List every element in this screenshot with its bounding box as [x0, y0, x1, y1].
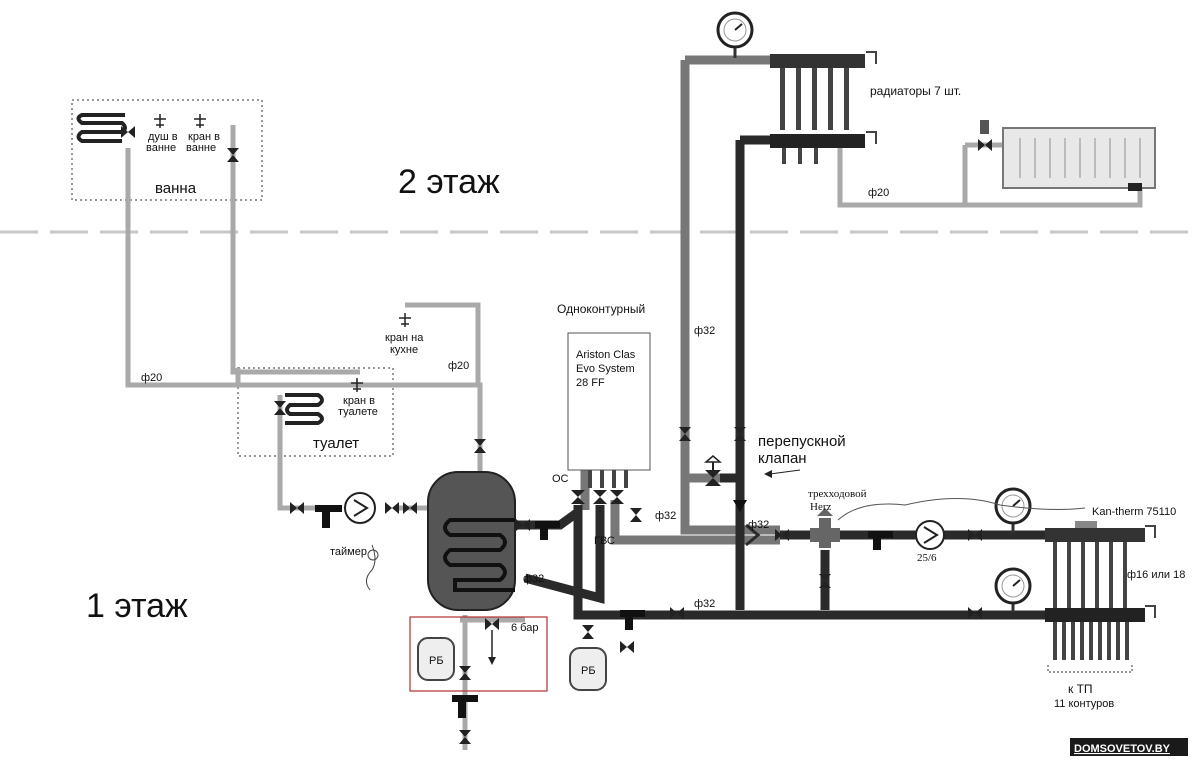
boiler-valves [571, 490, 624, 504]
thermostatic-head [980, 120, 989, 134]
timer-label: таймер [330, 546, 367, 558]
boiler-model-1: Ariston Clas [576, 349, 636, 361]
pipe-size-f20-kitchen: ф20 [448, 360, 469, 372]
bypass-valve [703, 455, 723, 486]
tp-air-vent-2 [1145, 605, 1156, 618]
kitchen-tap-label-1: кран на [385, 332, 424, 344]
upper-air-vent-2 [866, 131, 877, 144]
return-pipes [515, 135, 1045, 620]
upper-manifold-loops [780, 68, 849, 164]
pipe-size-f32-supply: ф32 [655, 510, 676, 522]
radiator-outlet [1128, 183, 1142, 191]
bath-tap-label-1: кран в [188, 131, 220, 143]
timer-wire [366, 544, 376, 591]
safety-group-box [409, 616, 548, 692]
upper-manifold-supply [770, 54, 865, 68]
manifold-label: Kan-therm 75110 [1092, 506, 1176, 518]
boiler-port-os: ОС [552, 473, 569, 485]
pipe-size-f32-tank: ф32 [523, 573, 544, 585]
watermark: DOMSOVETOV.BY [1074, 743, 1171, 755]
expansion-tank-heating [569, 647, 607, 691]
threeway-label-2: Herz [810, 501, 831, 513]
shower-label-1: душ в [148, 131, 178, 143]
toilet-tap-label-2: туалете [338, 406, 378, 418]
bathroom-box [71, 99, 263, 201]
line-valves [121, 126, 982, 744]
bathroom-label: ванна [155, 180, 197, 197]
circulation-pump [915, 520, 945, 550]
upper-manifold-return [770, 134, 865, 148]
shower-label-2: ванне [146, 142, 176, 154]
supply-thermometer [994, 487, 1032, 533]
watermark-box [1070, 738, 1188, 756]
threeway-label-1: трехходовой [808, 488, 867, 500]
expansion-tank-label-b: РБ [581, 665, 596, 677]
toilet-box [237, 367, 394, 457]
drain-arrow [488, 657, 496, 665]
toilet-label: туалет [313, 435, 359, 452]
dhw-tank [427, 471, 516, 611]
check-valve [733, 500, 747, 512]
toilet-tap-label-1: кран в [343, 395, 375, 407]
bypass-label-2: клапан [758, 450, 807, 467]
tp-manifold-supply [1045, 528, 1145, 542]
boiler-body [567, 332, 651, 471]
pipe-size-f32-return: ф32 [694, 598, 715, 610]
bathroom-towel-coil [76, 113, 127, 143]
kitchen-tap-label-2: кухне [390, 344, 418, 356]
tp-air-vent-1 [1145, 525, 1156, 538]
tp-manifold-loops [1053, 542, 1129, 660]
floor-2-label: 2 этаж [398, 163, 500, 201]
tp-manifold-pump-mount [1075, 521, 1097, 528]
tp-manifold-return [1045, 608, 1145, 622]
expansion-tank-dhw [417, 637, 455, 681]
boiler-port-gvs: ГВС [594, 535, 615, 547]
floor-heating-label-2: 11 контуров [1054, 698, 1114, 710]
floor-heating-label-1: к ТП [1068, 682, 1093, 696]
three-way-valve [810, 508, 840, 548]
floor-1-label: 1 этаж [86, 587, 188, 625]
pipe-size-f16-18: ф16 или 18 [1127, 569, 1185, 581]
upper-pressure-gauge [716, 11, 754, 58]
supply-pipes [580, 55, 780, 545]
radiator-valve [978, 139, 992, 151]
toilet-towel-coil [285, 393, 324, 425]
pipe-size-f32-riser: ф32 [694, 325, 715, 337]
control-wire [837, 498, 1086, 521]
bath-tap-label-2: ванне [186, 142, 216, 154]
pump-label: 25/6 [917, 552, 937, 564]
tank-coil [443, 518, 515, 592]
boiler-heading: Одноконтурный [557, 302, 645, 316]
pipe-size-f20-radiator: ф20 [868, 187, 889, 199]
strainers [315, 505, 893, 718]
boiler-ports [588, 470, 628, 488]
upper-air-vent-1 [866, 51, 877, 64]
bypass-pointer [769, 469, 801, 475]
boiler-model-2: Evo System [576, 363, 635, 375]
radiator-fins [1019, 138, 1141, 178]
dhw-pipes [125, 125, 1143, 750]
radiators-label: радиаторы 7 шт. [870, 84, 961, 98]
return-thermometer [994, 567, 1032, 612]
dhw-recirc-pump [344, 492, 376, 524]
tp-bracket [1047, 665, 1133, 673]
expansion-tank-label-a: РБ [429, 655, 444, 667]
bypass-label-1: перепускной [758, 433, 846, 450]
timer-icon [367, 549, 379, 561]
boiler-model-3: 28 FF [576, 377, 605, 389]
tap-symbols [154, 114, 411, 392]
pipe-crossover [745, 523, 761, 547]
pressure-label: 6 бар [511, 622, 538, 634]
bypass-pointer-tip [764, 470, 772, 478]
pipe-size-f20-left: ф20 [141, 372, 162, 384]
pipe-size-f32-bypass: ф32 [748, 519, 769, 531]
